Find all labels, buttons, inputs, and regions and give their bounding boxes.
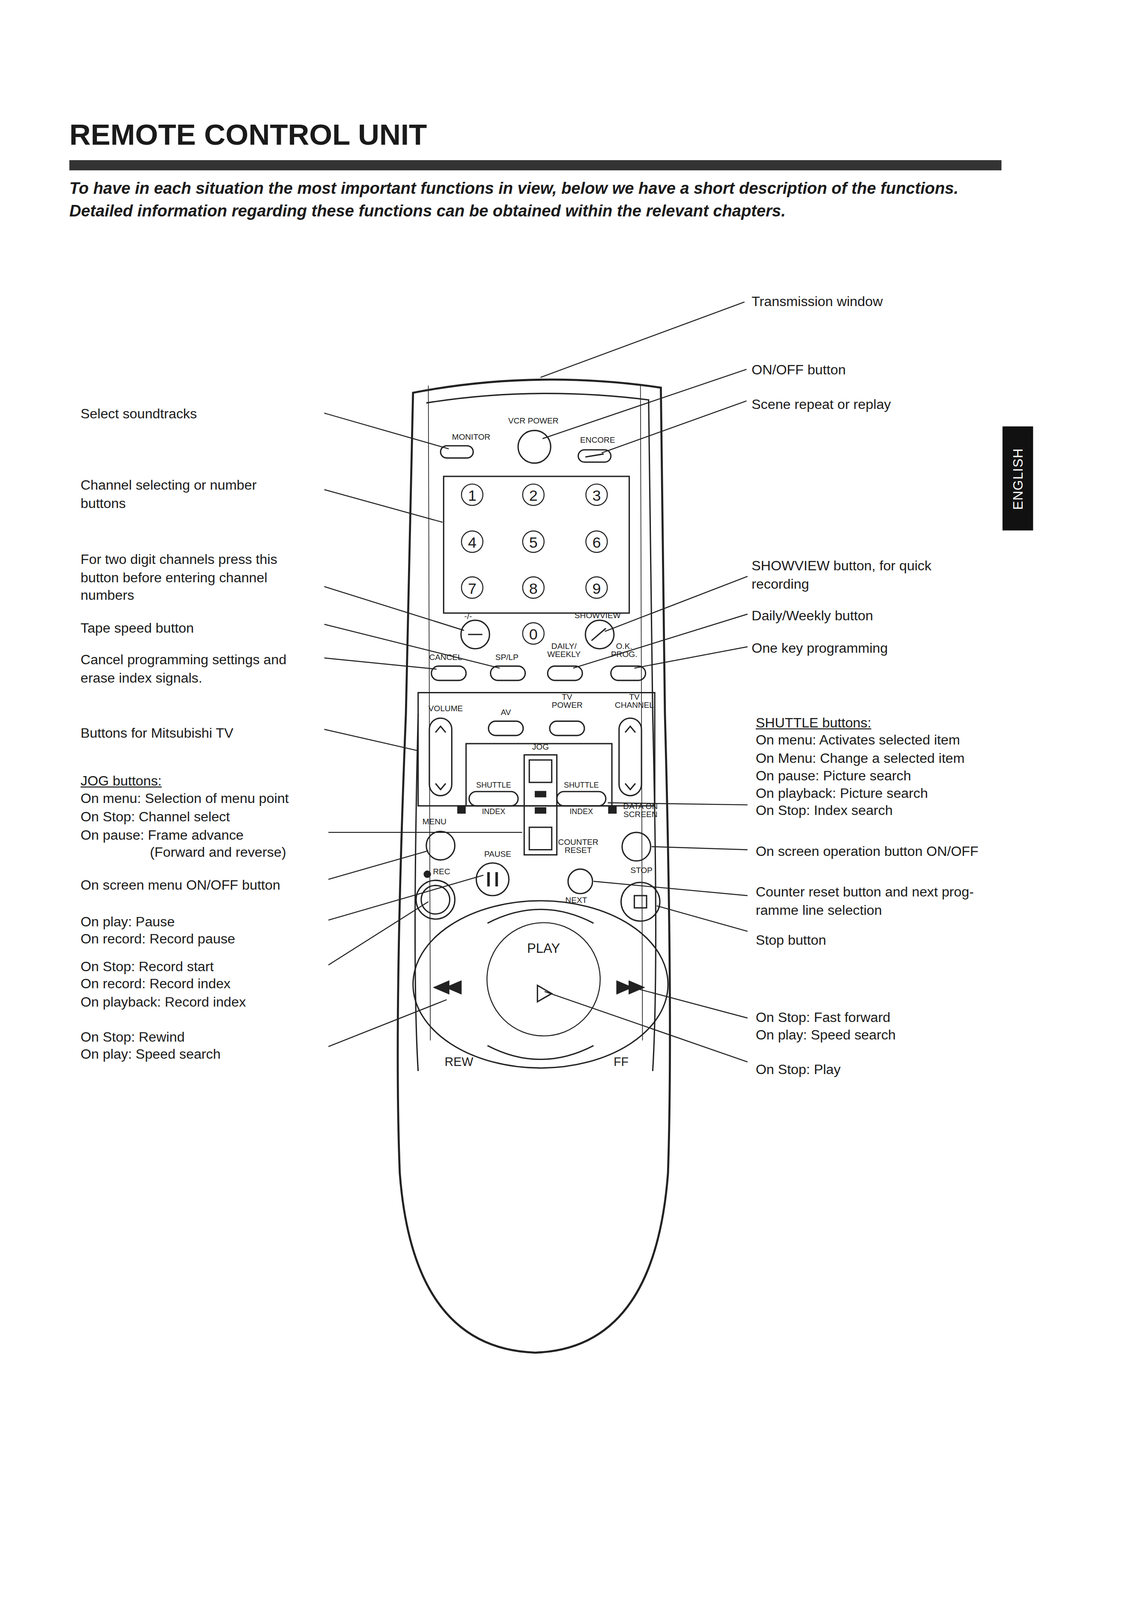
callout-text: On Stop: Rewind <box>80 1028 316 1047</box>
number-button: 1 <box>460 483 484 507</box>
button-label: COUNTER RESET <box>555 838 601 856</box>
number-button: 6 <box>585 530 609 554</box>
callout-text: On Stop: Record start <box>80 957 316 976</box>
number-button: 9 <box>585 576 609 599</box>
language-tab: ENGLISH <box>1002 426 1034 531</box>
callout-text: On screen menu ON/OFF button <box>80 876 326 895</box>
callout-text: Cancel programming settings and erase in… <box>80 650 318 687</box>
callout-text: On pause: Frame advance <box>80 826 316 845</box>
number-button: 7 <box>460 576 484 599</box>
button-text: 1 <box>467 486 477 503</box>
button-label: VOLUME <box>425 704 467 714</box>
number-button: 0 <box>521 622 545 645</box>
button-label: MENU <box>416 817 453 827</box>
callout-text: Transmission window <box>751 292 997 311</box>
callout-text: On pause: Picture search <box>755 766 1001 785</box>
callout-text: ON/OFF button <box>751 361 997 379</box>
button-label: CANCEL <box>425 653 467 663</box>
callout-text: SHOWVIEW button, for quick recording <box>751 556 961 593</box>
button-label: INDEX <box>473 807 515 817</box>
number-button: 4 <box>460 530 484 554</box>
callout-text: Buttons for Mitsubishi TV <box>80 724 316 743</box>
button-label: JOG <box>525 743 557 753</box>
callout-text: On menu: Activates selected item <box>755 731 1006 750</box>
number-button: 8 <box>521 576 545 599</box>
callout-text: Tape speed button <box>80 618 316 637</box>
button-label: PAUSE <box>477 850 519 860</box>
callout-text: On record: Record index <box>80 974 316 993</box>
button-label: TV CHANNEL <box>612 693 657 711</box>
callout-text: On playback: Record index <box>80 993 316 1012</box>
button-label: ENCORE <box>572 436 624 446</box>
button-text: 2 <box>529 486 538 503</box>
callout-text: On Stop: Play <box>755 1060 1001 1079</box>
callout-text: On play: Speed search <box>755 1026 1001 1044</box>
callout-text: On record: Record pause <box>80 929 316 948</box>
button-label: SHUTTLE <box>470 781 518 790</box>
button-text: 5 <box>529 533 538 550</box>
callout-text: JOG buttons: <box>80 772 316 790</box>
number-button: 2 <box>521 483 545 507</box>
button-label: AV <box>495 708 516 718</box>
callout-text: On play: Pause <box>80 912 316 931</box>
callout-text: On Stop: Fast forward <box>755 1008 1001 1027</box>
callout-text: One key programming <box>751 639 997 658</box>
play-button: PLAY <box>486 921 601 1037</box>
button-label: MONITOR <box>445 433 497 443</box>
button-label: SHOWVIEW <box>568 612 627 621</box>
button-label: SHUTTLE <box>557 781 605 790</box>
button-text: 7 <box>467 579 477 595</box>
button-text: PLAY <box>527 941 560 955</box>
button-label: DAILY/ WEEKLY <box>544 642 584 660</box>
button-label: FF <box>605 1054 637 1071</box>
callout-text: Scene repeat or replay <box>751 395 997 414</box>
button-label: INDEX <box>560 807 602 817</box>
intro-text: To have in each situation the most impor… <box>69 177 1008 223</box>
button-text: 4 <box>467 533 477 550</box>
button-label: TV POWER <box>551 693 583 711</box>
button-label: O.K. PROG. <box>607 642 641 660</box>
callout-text: On Stop: Channel select <box>80 807 316 826</box>
callout-text: Stop button <box>755 931 1001 950</box>
callout-text: (Forward and reverse) <box>149 843 334 862</box>
button-label: STOP <box>623 866 659 876</box>
callout-text: On Stop: Index search <box>755 801 1001 820</box>
button-label: -/- <box>455 612 481 622</box>
callout-text: On playback: Picture search <box>755 784 1001 803</box>
button-label: VCR POWER <box>497 416 569 426</box>
page-title: REMOTE CONTROL UNIT <box>69 118 427 152</box>
button-text: ENGLISH <box>1010 447 1026 510</box>
button-text: 6 <box>592 533 601 550</box>
button-label: NEXT <box>558 896 594 905</box>
button-label: REC <box>426 867 458 877</box>
callout-text: Select soundtracks <box>80 405 316 423</box>
callout-text: Channel selecting or number buttons <box>80 476 285 513</box>
callout-text: SHUTTLE buttons: <box>755 714 1001 732</box>
button-text: 3 <box>592 486 601 503</box>
button-text: 9 <box>592 579 601 595</box>
callout-text: Daily/Weekly button <box>751 606 997 625</box>
button-label: REW <box>438 1054 480 1071</box>
button-text: 0 <box>529 625 538 642</box>
callout-text: Counter reset button and next prog- ramm… <box>755 883 999 919</box>
button-text: 8 <box>529 579 538 595</box>
button-label: SP/LP <box>486 653 528 663</box>
callout-text: On menu: Selection of menu point <box>80 789 321 808</box>
callout-text: For two digit channels press this button… <box>80 550 306 605</box>
callout-text: On Menu: Change a selected item <box>755 749 1006 768</box>
number-button: 3 <box>585 483 609 507</box>
number-button: 5 <box>521 530 545 554</box>
button-label: DATA ON SCREEN <box>617 802 663 820</box>
callout-text: On screen operation button ON/OFF <box>755 842 1011 861</box>
callout-text: On play: Speed search <box>80 1045 316 1064</box>
